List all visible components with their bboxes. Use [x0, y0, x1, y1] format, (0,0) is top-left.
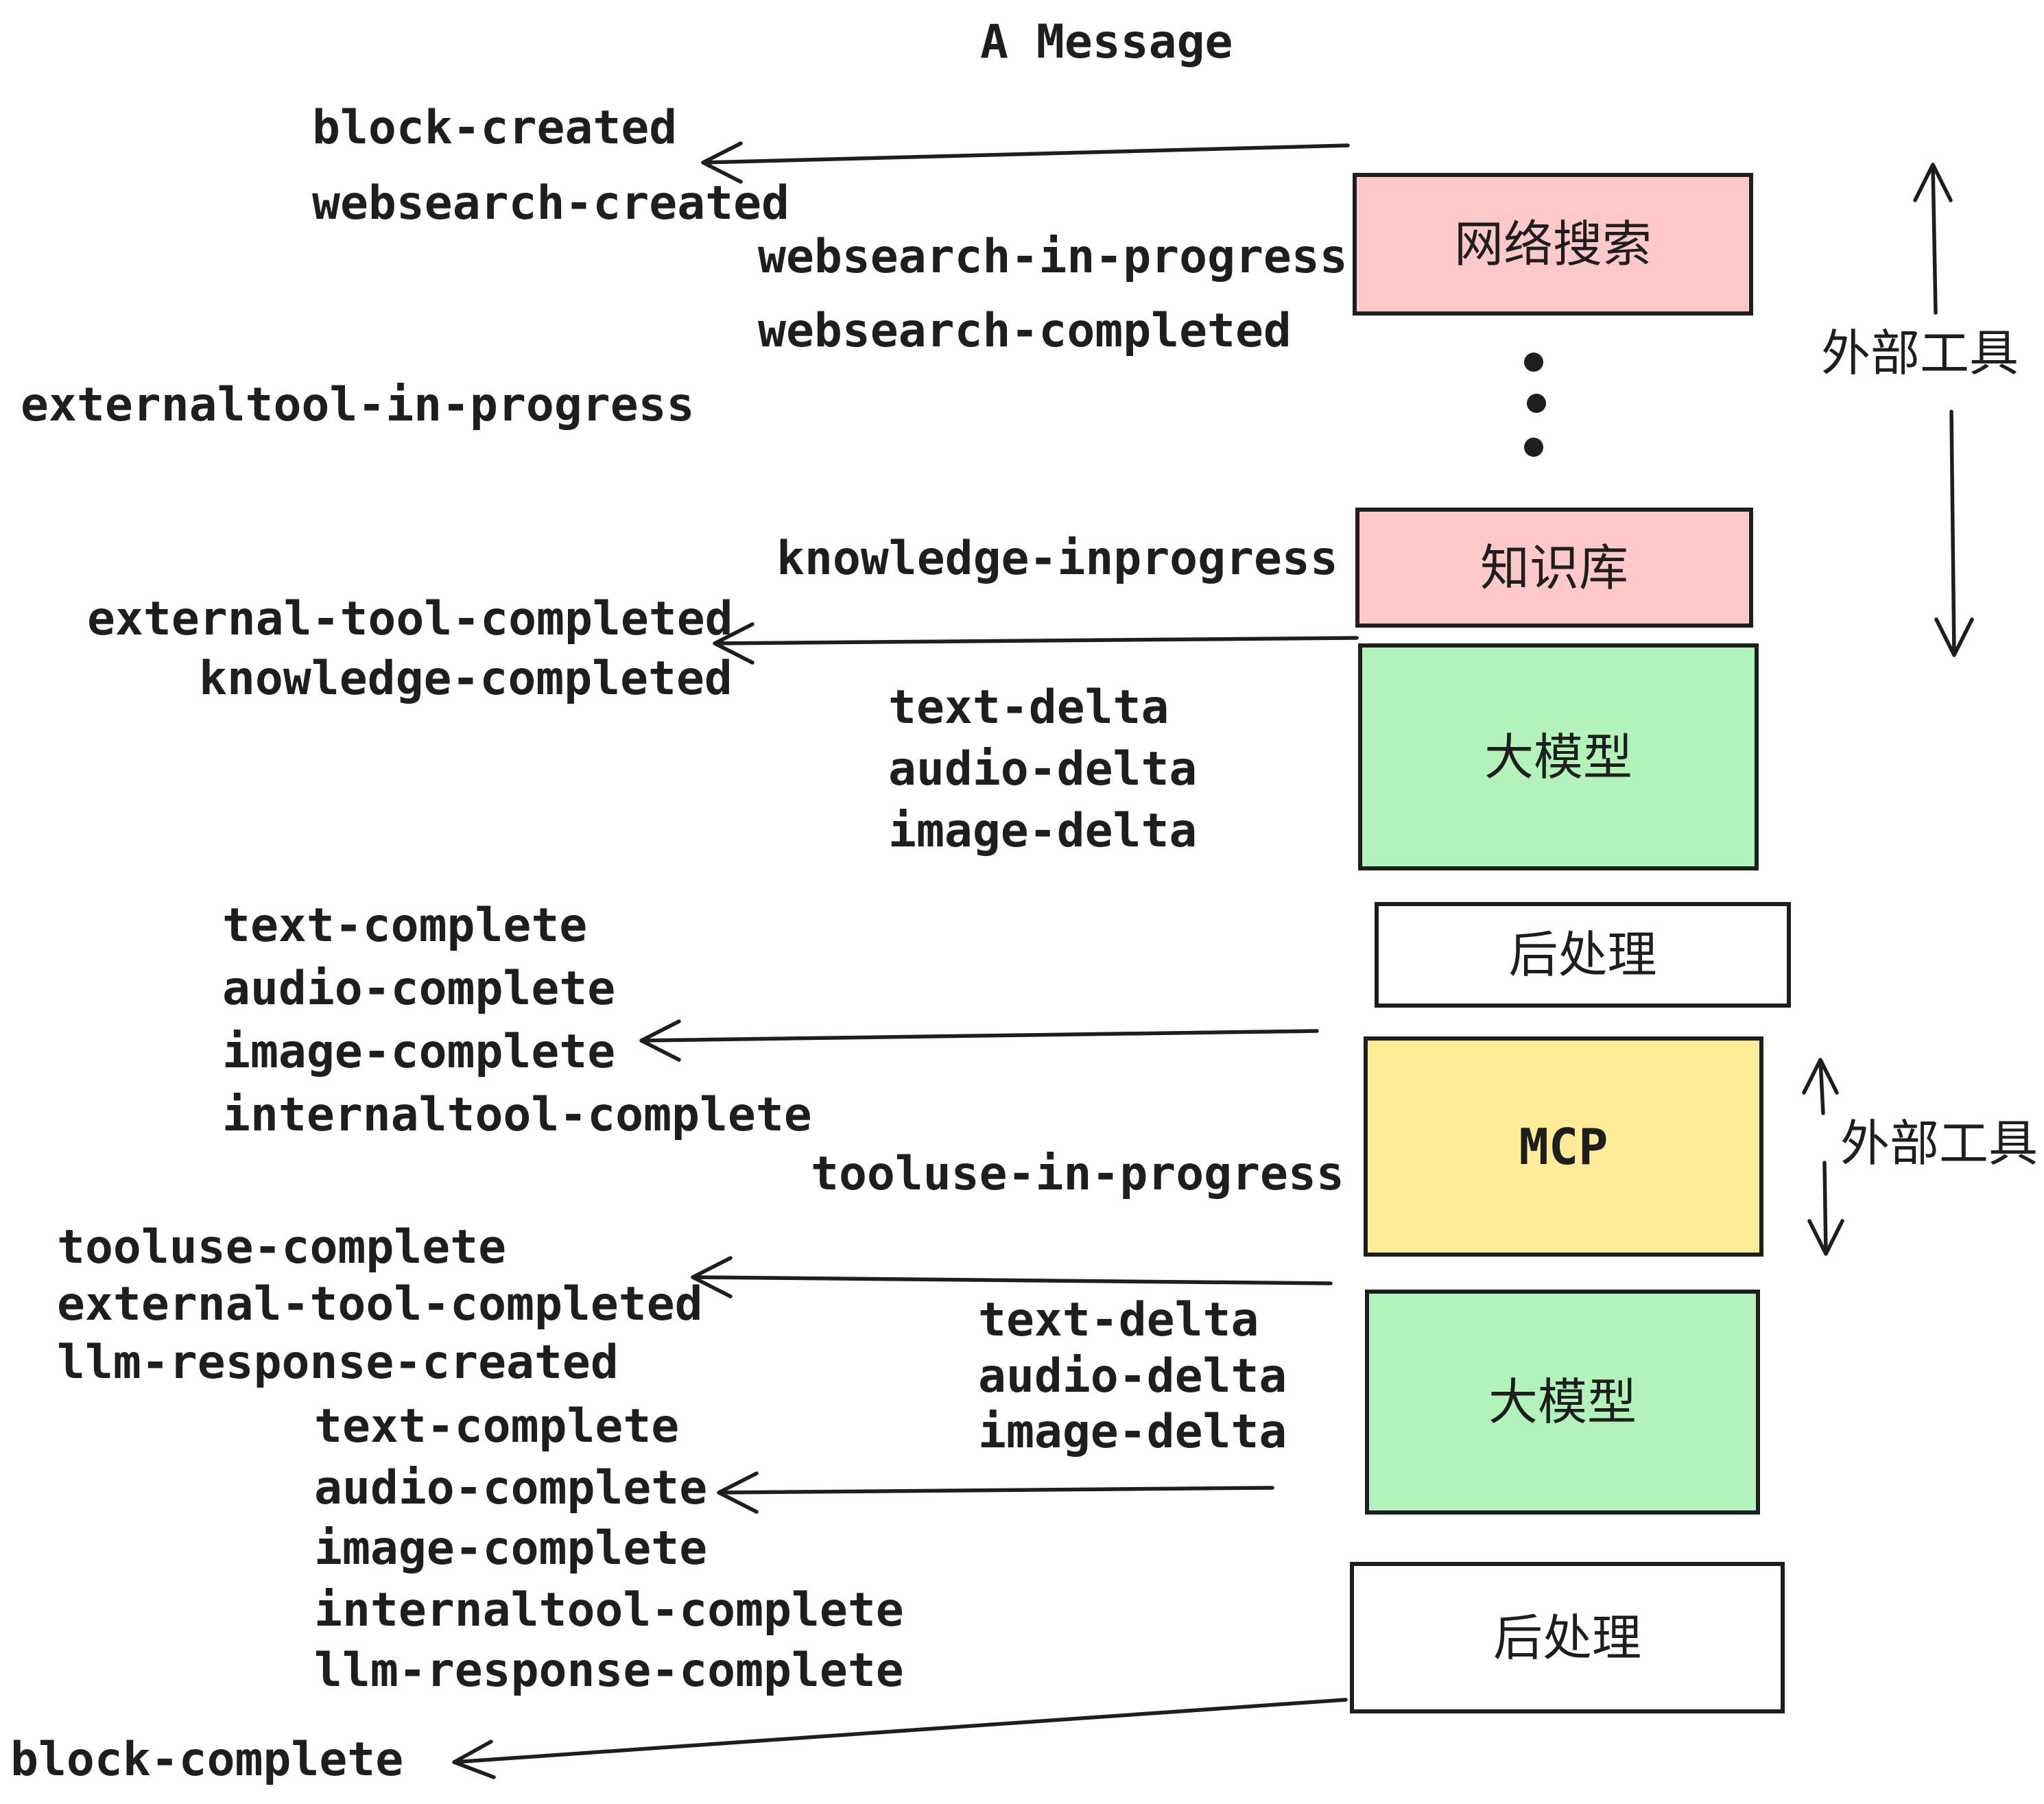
- event-label-llm-response-created: llm-response-created: [57, 1336, 619, 1390]
- event-label-image-complete-1: image-complete: [222, 1025, 616, 1079]
- event-label-audio-complete-2: audio-complete: [314, 1461, 708, 1515]
- event-label-websearch-created: websearch-created: [312, 176, 789, 230]
- event-label-external-tool-completed-2: external-tool-completed: [57, 1277, 703, 1331]
- box-post-process-2: 后处理: [1350, 1562, 1785, 1713]
- arrow-block-complete: [452, 1698, 1348, 1779]
- event-label-knowledge-completed: knowledge-completed: [199, 652, 733, 706]
- event-label-block-created: block-created: [312, 101, 678, 155]
- event-label-block-complete: block-complete: [10, 1733, 404, 1787]
- event-label-text-delta-1: text-delta: [888, 680, 1169, 735]
- arrow-llm2-complete: [717, 1471, 1274, 1514]
- box-knowledge-base: 知识库: [1355, 508, 1753, 628]
- event-label-image-delta-1: image-delta: [888, 804, 1198, 858]
- arrow-external-tools-up-1: [1913, 163, 1953, 315]
- event-label-internaltool-complete-2: internaltool-complete: [314, 1583, 904, 1637]
- box-websearch: 网络搜索: [1353, 173, 1753, 316]
- arrow-tooluse-complete: [691, 1256, 1333, 1298]
- event-label-externaltool-in-progress: externaltool-in-progress: [21, 378, 695, 432]
- event-label-tooluse-complete: tooluse-complete: [57, 1220, 507, 1274]
- side-label-external-tools-1: 外部工具: [1821, 324, 2019, 382]
- box-llm-1: 大模型: [1358, 643, 1759, 870]
- box-llm-2: 大模型: [1365, 1290, 1760, 1515]
- side-label-external-tools-2: 外部工具: [1840, 1115, 2039, 1172]
- event-label-websearch-in-progress: websearch-in-progress: [758, 230, 1348, 284]
- event-label-text-complete-2: text-complete: [314, 1399, 680, 1453]
- event-label-audio-delta-2: audio-delta: [978, 1349, 1287, 1403]
- event-label-text-delta-2: text-delta: [978, 1293, 1259, 1347]
- event-label-tooluse-in-progress: tooluse-in-progress: [811, 1147, 1344, 1201]
- event-label-knowledge-inprogress: knowledge-inprogress: [776, 532, 1338, 586]
- ellipsis-dots: [1524, 353, 1546, 457]
- arrow-external-tools-up-2: [1802, 1058, 1839, 1115]
- event-label-audio-delta-1: audio-delta: [888, 742, 1198, 796]
- arrow-internal-complete: [639, 1019, 1319, 1062]
- box-post-process-1: 后处理: [1375, 902, 1791, 1008]
- box-mcp: MCP: [1364, 1036, 1763, 1257]
- event-label-audio-complete-1: audio-complete: [222, 962, 616, 1016]
- arrow-knowledge-completed: [713, 622, 1359, 665]
- event-label-text-complete-1: text-complete: [222, 899, 588, 953]
- arrow-external-tools-down-1: [1934, 410, 1974, 657]
- event-label-external-tool-completed-1: external-tool-completed: [87, 592, 733, 646]
- event-label-llm-response-complete: llm-response-complete: [314, 1643, 904, 1698]
- event-label-image-delta-2: image-delta: [978, 1405, 1287, 1459]
- event-label-image-complete-2: image-complete: [314, 1521, 708, 1576]
- event-label-websearch-completed: websearch-completed: [758, 304, 1292, 358]
- event-label-internaltool-complete-1: internaltool-complete: [222, 1088, 812, 1142]
- arrow-external-tools-down-2: [1807, 1161, 1844, 1256]
- arrow-websearch-created: [701, 141, 1350, 184]
- diagram-title: A Message: [980, 15, 1233, 69]
